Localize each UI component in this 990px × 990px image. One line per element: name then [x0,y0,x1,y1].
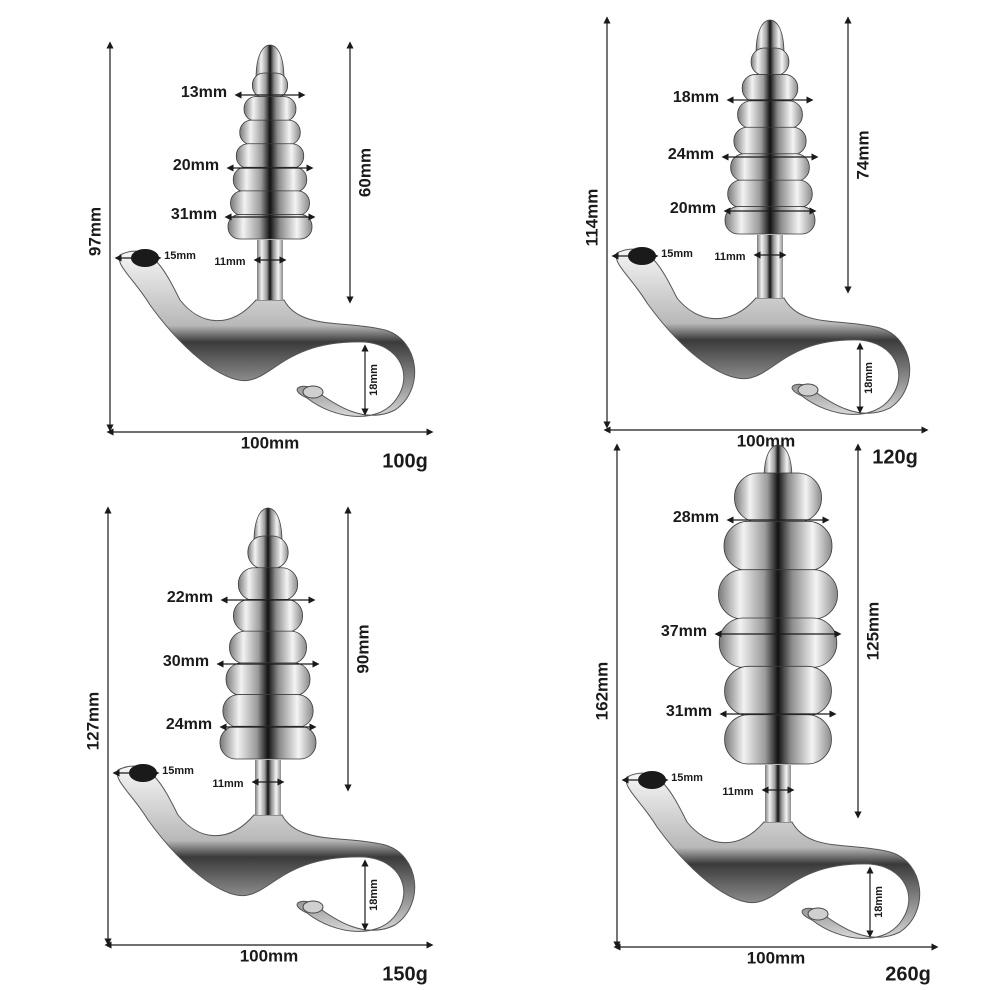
base-length-label: 100mm [737,431,796,450]
body-rib [734,472,822,523]
body-rib [222,694,314,728]
weight-label: 100g [382,450,428,472]
neck [765,765,791,822]
body-rib [237,567,299,601]
product-panel-medium: 18mm 24mm 20mm 15mm 11mm 18mm 114mm 74mm 100mm 12… [582,16,929,468]
base-length-label: 100mm [747,948,806,967]
base-length-label: 100mm [241,433,300,452]
body-rib [230,190,310,216]
body-rib [235,143,305,169]
body-rib [750,47,790,76]
ring-diameter-label: 18mm [673,89,719,106]
body-rib [243,96,297,122]
body-rib [251,72,289,98]
plug-illustration [625,444,921,939]
loop-dimension-label: 18mm [368,364,380,396]
product-panel-xlarge: 28mm 37mm 31mm 15mm 11mm 18mm 162mm 125mm 100mm 2… [592,443,939,985]
dimensions: 22mm 30mm 24mm 15mm 11mm 18mm 127mm 90mm 100mm 15… [83,506,434,985]
loop-end-knob [302,385,324,399]
body-rib [733,126,807,156]
loop-end-knob [797,383,819,397]
base-length-label: 100mm [240,946,299,965]
loop-dimension-label: 18mm [863,362,875,394]
ring-diameter-label: 22mm [167,589,213,606]
neck [757,235,783,298]
total-height-label: 127mm [83,692,102,751]
product-panel-large: 22mm 30mm 24mm 15mm 11mm 18mm 127mm 90mm 100mm 15… [83,506,434,985]
base-arm [116,765,416,932]
body-rib [229,630,307,665]
product-panel-small: 13mm 20mm 31mm 15mm 11mm 18mm 97mm 60mm 100mm 100… [85,41,434,472]
ring-diameter-label: 37mm [661,623,707,640]
tip-width-label: 15mm [162,765,194,777]
neck-width-label: 11mm [214,256,245,268]
neck [257,240,283,300]
plug-illustration [116,507,416,932]
insert-length-label: 125mm [863,602,882,661]
loop-end-knob [807,907,829,921]
tip-cone [253,507,283,543]
body-rib [723,520,833,572]
tip-width-label: 15mm [164,250,196,262]
tip-cone [755,19,785,55]
tip-cone [255,44,285,80]
body-rib [225,662,311,696]
body-rib [741,74,799,103]
ring-diameter-label: 20mm [173,157,219,174]
ring-diameter-label: 31mm [171,206,217,223]
body-rib [233,599,303,633]
base-arm [118,250,416,417]
ring-diameter-label: 20mm [670,200,716,217]
body-rib [247,535,289,570]
total-height-label: 162mm [592,662,611,721]
ring-diameter-label: 28mm [673,509,719,526]
dimensions: 13mm 20mm 31mm 15mm 11mm 18mm 97mm 60mm 100mm 100… [85,41,434,472]
body-rib [730,153,810,182]
total-height-label: 114mm [582,189,601,247]
total-height-label: 97mm [85,207,104,256]
body-rib [724,714,832,765]
ring-diameter-label: 13mm [181,84,227,101]
body-rib [737,100,803,129]
insert-length-label: 90mm [353,624,372,673]
dimensions: 18mm 24mm 20mm 15mm 11mm 18mm 114mm 74mm 100mm 12… [582,16,929,468]
weight-label: 260g [885,963,931,985]
ring-diameter-label: 24mm [668,146,714,163]
body-rib [718,569,838,620]
ring-diameter-label: 30mm [163,653,209,670]
base-arm [615,248,911,415]
weight-label: 120g [872,446,918,468]
base-arm [625,772,921,939]
plug-illustration [118,44,416,417]
loop-dimension-label: 18mm [368,879,380,911]
insert-length-label: 60mm [355,148,374,197]
ring-diameter-label: 31mm [666,703,712,720]
insert-length-label: 74mm [853,130,872,179]
neck-width-label: 11mm [714,251,745,263]
body-rib [227,214,313,240]
neck-width-label: 11mm [212,778,243,790]
ring-diameter-label: 24mm [166,716,212,733]
body-rib [724,665,832,717]
body-rib [232,166,308,193]
body-rib [219,725,317,760]
loop-end-knob [302,900,324,914]
neck-width-label: 11mm [722,786,753,798]
tip-width-label: 15mm [671,772,703,784]
dimensions: 28mm 37mm 31mm 15mm 11mm 18mm 162mm 125mm 100mm 2… [592,443,939,985]
weight-label: 150g [382,963,428,985]
plug-illustration [615,19,911,415]
tip-cone [763,444,793,480]
body-rib [718,617,838,668]
body-rib [727,179,813,208]
tip-width-label: 15mm [661,248,693,260]
loop-dimension-label: 18mm [873,886,885,918]
body-rib [239,119,301,146]
neck [255,760,281,815]
